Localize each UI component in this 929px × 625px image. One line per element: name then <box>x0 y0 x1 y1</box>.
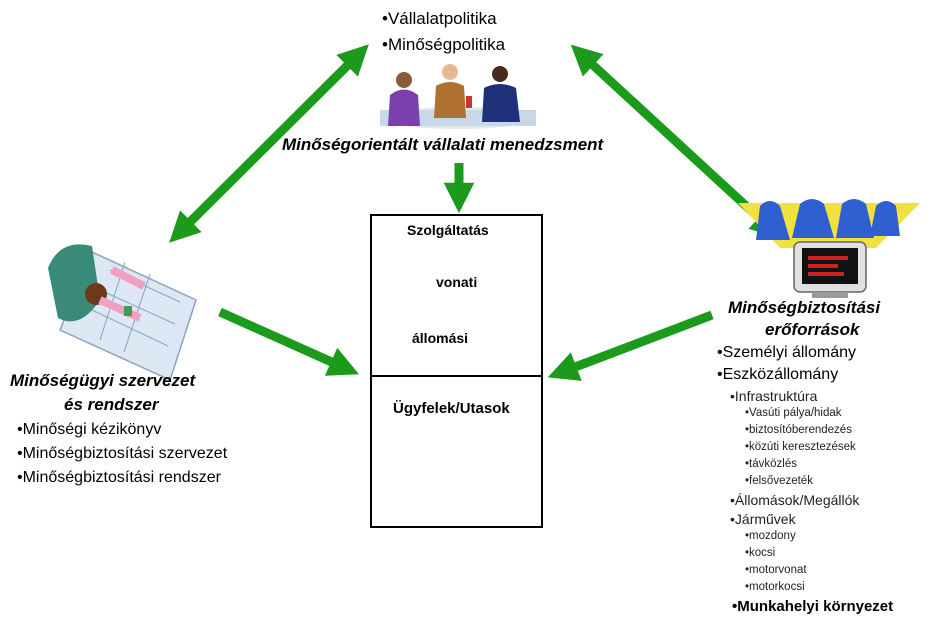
right-title-line1: Minőségbiztosítási <box>728 298 881 317</box>
customers-box <box>370 375 543 528</box>
right-item-level-3: •kocsi <box>745 547 776 559</box>
designer-illustration <box>48 244 197 382</box>
right-item-level-3: •felsővezeték <box>745 475 813 487</box>
train-label: vonati <box>436 274 478 290</box>
right-item-level-0: •Munkahelyi környezet <box>732 598 894 615</box>
arrow-top-left-double <box>169 44 369 243</box>
station-label: állomási <box>412 330 469 346</box>
service-box <box>370 214 543 377</box>
right-item-level-3: •Vasúti pálya/hidak <box>745 407 842 419</box>
arrow-left-to-center <box>218 307 359 376</box>
right-item-level-1: •Személyi állomány <box>717 344 856 361</box>
meeting-illustration <box>380 64 536 129</box>
customers-title: Ügyfelek/Utasok <box>393 400 510 417</box>
right-item-level-3: •távközlés <box>745 458 797 470</box>
arrow-top-right-double <box>570 44 782 239</box>
arrow-right-to-center <box>547 310 714 381</box>
service-title: Szolgáltatás <box>407 222 489 238</box>
right-item-level-2: •Infrastruktúra <box>730 388 818 404</box>
right-item-level-3: •biztosítóberendezés <box>745 424 852 436</box>
right-item-level-3: •motorvonat <box>745 564 807 576</box>
right-item-level-3: •közúti keresztezések <box>745 441 856 453</box>
top-title: Minőségorientált vállalati menedzsment <box>282 135 604 154</box>
left-item-3: •Minőségbiztosítási rendszer <box>17 469 221 486</box>
top-bullet-2: •Minőségpolitika <box>382 35 506 54</box>
left-title-line2: és rendszer <box>64 395 159 414</box>
resources-illustration <box>738 199 920 298</box>
right-item-level-2: •Állomások/Megállók <box>730 492 860 508</box>
left-item-2: •Minőségbiztosítási szervezet <box>17 445 228 462</box>
right-item-level-3: •motorkocsi <box>745 581 805 593</box>
right-title-line2: erőforrások <box>765 320 860 339</box>
right-item-level-2: •Járművek <box>730 511 796 527</box>
right-item-level-1: •Eszközállomány <box>717 366 839 383</box>
top-bullet-1: •Vállalatpolitika <box>382 9 497 28</box>
left-item-1: •Minőségi kézikönyv <box>17 421 162 438</box>
left-title-line1: Minőségügyi szervezet <box>10 371 196 390</box>
right-item-level-3: •mozdony <box>745 530 796 542</box>
